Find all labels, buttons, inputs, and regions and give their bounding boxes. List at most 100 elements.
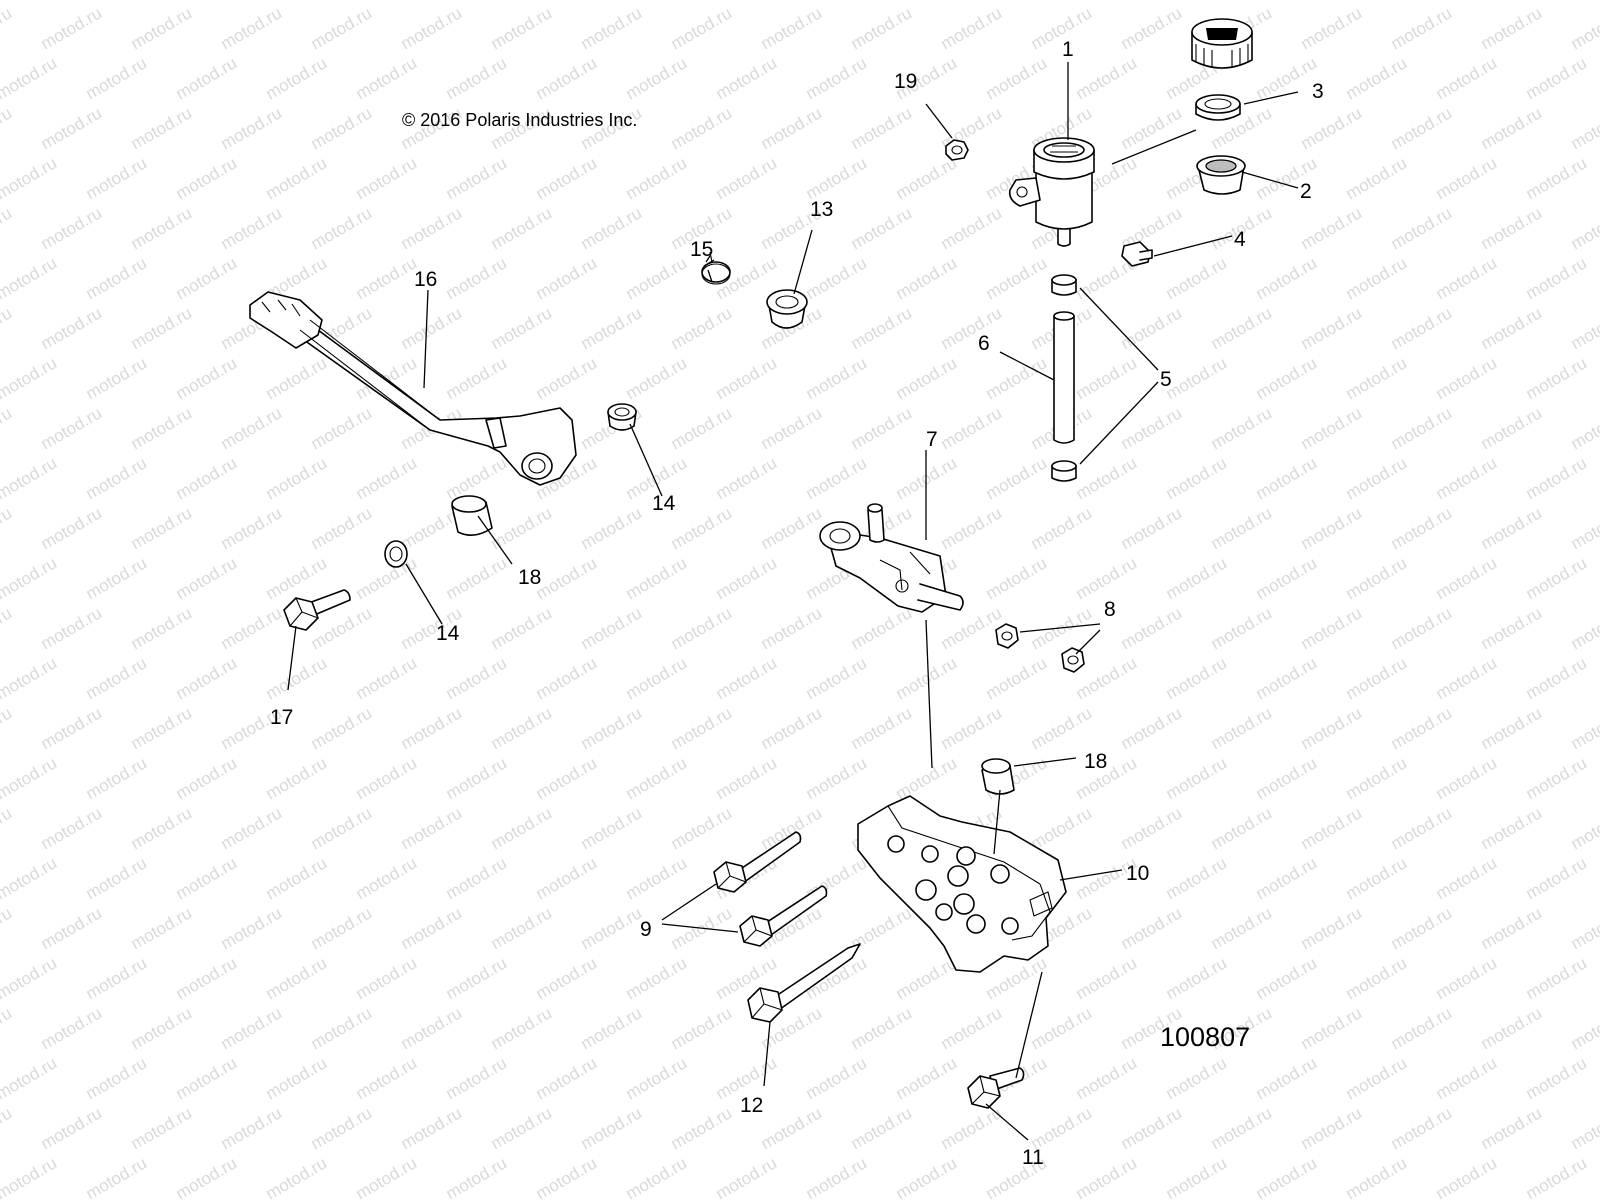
callout-3: 3 xyxy=(1312,80,1324,103)
watermark-text: motod.ru xyxy=(668,103,736,153)
watermark-text: motod.ru xyxy=(83,1053,151,1103)
watermark-text: motod.ru xyxy=(1478,403,1546,453)
part-18-spacer-left xyxy=(451,495,493,536)
watermark-text: motod.ru xyxy=(443,753,511,803)
watermark-text: motod.ru xyxy=(1343,1153,1411,1200)
watermark-text: motod.ru xyxy=(1478,303,1546,353)
watermark-text: motod.ru xyxy=(668,1003,736,1053)
watermark-text: motod.ru xyxy=(218,3,286,53)
callout-18-right: 18 xyxy=(1084,750,1107,773)
watermark-text: motod.ru xyxy=(1568,103,1600,153)
watermark-text: motod.ru xyxy=(578,703,646,753)
watermark-text: motod.ru xyxy=(1568,803,1600,853)
callout-5: 5 xyxy=(1160,368,1172,391)
watermark-text: motod.ru xyxy=(353,253,421,303)
watermark-text: motod.ru xyxy=(443,0,511,3)
watermark-text: motod.ru xyxy=(128,3,196,53)
watermark-text: motod.ru xyxy=(893,153,961,203)
watermark-text: motod.ru xyxy=(668,303,736,353)
watermark-text: motod.ru xyxy=(713,1153,781,1200)
watermark-text: motod.ru xyxy=(488,303,556,353)
watermark-text: motod.ru xyxy=(1118,403,1186,453)
watermark-text: motod.ru xyxy=(758,703,826,753)
watermark-text: motod.ru xyxy=(488,903,556,953)
watermark-text: motod.ru xyxy=(983,0,1051,3)
watermark-text: motod.ru xyxy=(353,153,421,203)
watermark-text: motod.ru xyxy=(173,253,241,303)
watermark-text: motod.ru xyxy=(1523,153,1591,203)
watermark-text: motod.ru xyxy=(263,453,331,503)
watermark-text: motod.ru xyxy=(38,603,106,653)
watermark-text: motod.ru xyxy=(0,1053,60,1103)
watermark-text: motod.ru xyxy=(938,403,1006,453)
watermark-text: motod.ru xyxy=(0,853,60,903)
watermark-text: motod.ru xyxy=(938,703,1006,753)
watermark-text: motod.ru xyxy=(38,703,106,753)
watermark-text: motod.ru xyxy=(38,303,106,353)
watermark-text: motod.ru xyxy=(1073,353,1141,403)
watermark-text: motod.ru xyxy=(1433,553,1501,603)
watermark-text: motod.ru xyxy=(83,853,151,903)
part-13-bushing xyxy=(766,289,808,329)
watermark-text: motod.ru xyxy=(938,3,1006,53)
watermark-text: motod.ru xyxy=(218,503,286,553)
watermark-text: motod.ru xyxy=(1433,953,1501,1003)
watermark-text: motod.ru xyxy=(533,53,601,103)
watermark-text: motod.ru xyxy=(623,253,691,303)
watermark-text: motod.ru xyxy=(1568,1103,1600,1153)
watermark-text: motod.ru xyxy=(848,1003,916,1053)
watermark-text: motod.ru xyxy=(0,203,15,253)
watermark-text: motod.ru xyxy=(1523,353,1591,403)
watermark-text: motod.ru xyxy=(0,353,60,403)
watermark-text: motod.ru xyxy=(848,603,916,653)
watermark-text: motod.ru xyxy=(623,753,691,803)
watermark-text: motod.ru xyxy=(623,353,691,403)
watermark-text: motod.ru xyxy=(803,653,871,703)
watermark-text: motod.ru xyxy=(83,953,151,1003)
watermark-text: motod.ru xyxy=(38,203,106,253)
watermark-text: motod.ru xyxy=(893,953,961,1003)
watermark-text: motod.ru xyxy=(848,303,916,353)
watermark-text: motod.ru xyxy=(263,53,331,103)
watermark-text: motod.ru xyxy=(128,603,196,653)
watermark-text: motod.ru xyxy=(0,553,60,603)
watermark-text: motod.ru xyxy=(578,1103,646,1153)
watermark-text: motod.ru xyxy=(1253,0,1321,3)
callout-6: 6 xyxy=(978,332,990,355)
watermark-text: motod.ru xyxy=(623,953,691,1003)
watermark-text: motod.ru xyxy=(1118,603,1186,653)
watermark-text: motod.ru xyxy=(398,203,466,253)
watermark-text: motod.ru xyxy=(533,1053,601,1103)
watermark-text: motod.ru xyxy=(668,3,736,53)
watermark-text: motod.ru xyxy=(1343,753,1411,803)
watermark-text: motod.ru xyxy=(1568,403,1600,453)
watermark-text: motod.ru xyxy=(1433,353,1501,403)
watermark-text: motod.ru xyxy=(308,1003,376,1053)
watermark-text: motod.ru xyxy=(668,403,736,453)
watermark-text: motod.ru xyxy=(1568,903,1600,953)
watermark-text: motod.ru xyxy=(263,853,331,903)
watermark-text: motod.ru xyxy=(443,353,511,403)
watermark-text: motod.ru xyxy=(578,3,646,53)
watermark-text: motod.ru xyxy=(173,553,241,603)
watermark-text: motod.ru xyxy=(0,803,15,853)
watermark-text: motod.ru xyxy=(1478,703,1546,753)
watermark-text: motod.ru xyxy=(1073,953,1141,1003)
watermark-text: motod.ru xyxy=(353,0,421,3)
watermark-text: motod.ru xyxy=(1388,503,1456,553)
watermark-text: motod.ru xyxy=(1028,803,1096,853)
watermark-text: motod.ru xyxy=(83,53,151,103)
watermark-text: motod.ru xyxy=(623,1053,691,1103)
watermark-text: motod.ru xyxy=(1163,453,1231,503)
watermark-text: motod.ru xyxy=(1388,1003,1456,1053)
watermark-text: motod.ru xyxy=(533,153,601,203)
watermark-text: motod.ru xyxy=(578,903,646,953)
watermark-text: motod.ru xyxy=(83,453,151,503)
watermark-text: motod.ru xyxy=(0,403,15,453)
watermark-text: motod.ru xyxy=(1568,603,1600,653)
watermark-text: motod.ru xyxy=(623,653,691,703)
callout-15: 15 xyxy=(690,238,713,261)
part-10-bracket xyxy=(857,795,1067,973)
